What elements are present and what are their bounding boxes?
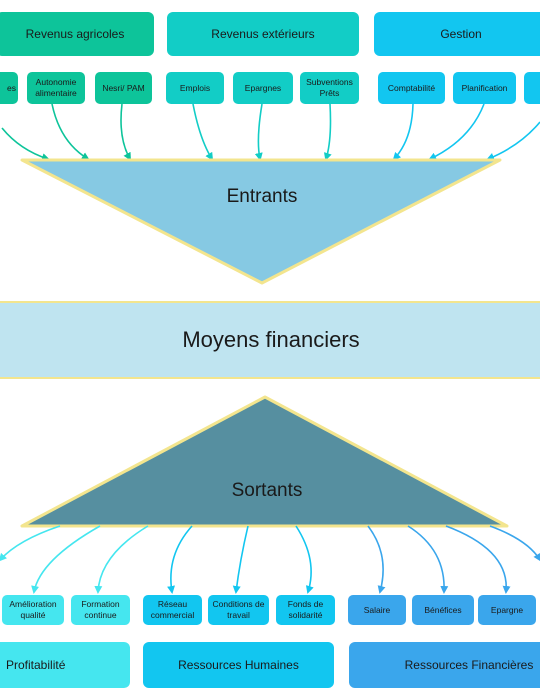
arrow-out-4 [167, 525, 193, 594]
output-item-fonds-de-solidarite: Fonds de solidarité [276, 595, 335, 625]
sortants-label: Sortants [231, 480, 303, 501]
arrow-out-9 [445, 525, 511, 594]
arrow-out-8 [407, 525, 449, 594]
output-item-epargne: Epargne [478, 595, 536, 625]
input-item-cut: es [0, 72, 18, 104]
category-ressources-financieres: Ressources Financières [349, 642, 540, 688]
arrow-out-6 [295, 525, 314, 594]
arrow-in-1 [1, 127, 50, 161]
arrow-in-9 [486, 121, 540, 161]
arrow-out-7 [367, 525, 386, 594]
moyens-financiers-label: Moyens financiers [182, 327, 360, 352]
category-profitabilite: Profitabilité [0, 642, 130, 688]
entrants-triangle [20, 158, 502, 285]
arrow-in-4 [192, 103, 214, 161]
input-item-nesri-pam: Nesri/ PAM [95, 72, 152, 104]
input-item-epargnes: Epargnes [233, 72, 293, 104]
input-item-subventions-prets: Subventions Prêts [300, 72, 359, 104]
category-revenus-agricoles: Revenus agricoles [0, 12, 154, 56]
arrow-out-5 [232, 525, 249, 594]
output-item-reseau-commercial: Réseau commercial [143, 595, 202, 625]
output-item-amelioration-qualite: Amélioration qualité [2, 595, 64, 625]
arrow-out-10 [489, 525, 540, 562]
entrants-label: Entrants [226, 186, 298, 207]
category-revenus-exterieurs: Revenus extérieurs [167, 12, 359, 56]
input-item-comptabilite: Comptabilité [378, 72, 445, 104]
arrow-in-8 [428, 103, 485, 161]
arrow-in-2 [51, 103, 90, 161]
output-item-salaire: Salaire [348, 595, 406, 625]
arrow-out-1 [0, 525, 61, 562]
arrow-in-3 [120, 103, 131, 161]
arrow-out-2 [31, 525, 101, 594]
output-item-conditions-de-travail: Conditions de travail [208, 595, 269, 625]
arrow-out-3 [94, 525, 149, 594]
output-item-benefices: Bénéfices [412, 595, 474, 625]
sortants-triangle [20, 395, 509, 528]
category-gestion: Gestion [374, 12, 540, 56]
arrow-in-6 [323, 103, 332, 161]
arrow-in-5 [254, 103, 263, 161]
arrow-in-7 [392, 103, 414, 161]
output-item-formation-continue: Formation continue [71, 595, 130, 625]
input-item-emplois: Emplois [166, 72, 224, 104]
input-item-planification: Planification [453, 72, 516, 104]
input-item-autonomie-alimentaire: Autonomie alimentaire [27, 72, 85, 104]
category-ressources-humaines: Ressources Humaines [143, 642, 334, 688]
moyens-financiers-band: Moyens financiers [0, 301, 540, 379]
input-item-cut-right [524, 72, 540, 104]
